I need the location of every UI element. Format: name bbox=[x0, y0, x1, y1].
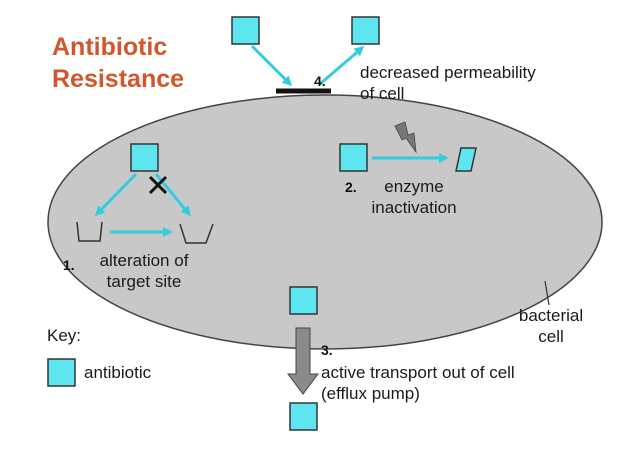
enzyme-label-line-1: enzyme bbox=[384, 177, 444, 196]
cross-mark-icon bbox=[148, 175, 168, 195]
target-label-line-1: alteration of bbox=[99, 251, 189, 270]
permeability-arrow-in bbox=[250, 44, 293, 87]
title-line-1: Antibiotic bbox=[52, 33, 168, 61]
target-site-original-icon bbox=[76, 221, 103, 242]
antibiotic-square-icon bbox=[351, 16, 380, 45]
permeability-label: decreased permeability of cell bbox=[360, 62, 536, 104]
efflux-label-line-2: (efflux pump) bbox=[321, 384, 420, 403]
efflux-label: active transport out of cell (efflux pum… bbox=[321, 362, 515, 404]
efflux-pump-arrow bbox=[287, 327, 319, 395]
permeability-label-line-1: decreased permeability bbox=[360, 63, 536, 82]
target-label-line-2: target site bbox=[106, 272, 182, 291]
title-line-2: Resistance bbox=[52, 65, 185, 93]
permeability-arrow-out bbox=[319, 46, 365, 86]
antibiotic-square-icon bbox=[130, 143, 159, 172]
mechanism-number-3: 3. bbox=[321, 342, 333, 358]
target-arrow-left bbox=[94, 172, 138, 217]
antibiotic-square-icon bbox=[231, 16, 260, 45]
diagram-title: Antibiotic Resistance bbox=[52, 31, 184, 95]
enzyme-label: enzyme inactivation bbox=[358, 176, 470, 218]
key-antibiotic-square-icon bbox=[47, 358, 76, 387]
enzyme-label-line-2: inactivation bbox=[371, 198, 457, 217]
cell-label-leader-line bbox=[544, 280, 550, 306]
antibiotic-square-icon bbox=[289, 286, 318, 315]
mechanism-number-4: 4. bbox=[314, 73, 326, 89]
permeability-label-line-2: of cell bbox=[360, 84, 405, 103]
mechanism-number-2: 2. bbox=[345, 179, 357, 195]
bacterial-cell-label: bacterial cell bbox=[503, 305, 599, 347]
key-antibiotic-label: antibiotic bbox=[84, 363, 152, 382]
target-label: alteration of target site bbox=[86, 250, 202, 292]
key-heading: Key: bbox=[47, 326, 82, 345]
cell-label-line-1: bacterial bbox=[518, 306, 584, 325]
antibiotic-square-icon bbox=[289, 402, 318, 431]
cell-label-line-2: cell bbox=[538, 327, 564, 346]
inactivated-antibiotic-icon bbox=[455, 147, 477, 172]
antibiotic-square-icon bbox=[339, 143, 368, 172]
target-site-altered-icon bbox=[179, 223, 214, 244]
efflux-label-line-1: active transport out of cell bbox=[321, 363, 515, 382]
lightning-bolt-icon bbox=[394, 121, 417, 154]
mechanism-number-1: 1. bbox=[63, 257, 75, 273]
